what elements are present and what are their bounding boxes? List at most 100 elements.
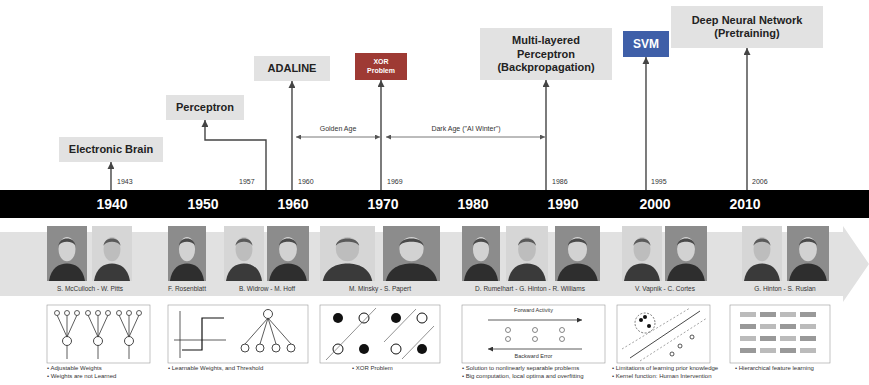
portrait-photo	[320, 226, 375, 281]
feature-layer	[760, 312, 776, 317]
milestone-label: Electronic Brain	[69, 143, 153, 156]
decade-label: 1990	[547, 196, 578, 212]
year-label: 1957	[239, 178, 255, 186]
person-name: S. McCulloch - W. Pitts	[40, 285, 140, 293]
era-span	[296, 137, 380, 138]
class-dot	[391, 313, 401, 323]
neuron-symbol	[86, 311, 111, 360]
weight-line	[245, 318, 268, 344]
class-dot	[359, 313, 369, 323]
bullet-note: • Learnable Weights, and Threshold	[168, 365, 263, 372]
sample-dot	[639, 318, 643, 322]
feature-layer	[780, 324, 796, 329]
neuron-symbol	[117, 311, 142, 360]
timeline-arrow	[291, 81, 292, 190]
milestone-box: Electronic Brain	[59, 137, 163, 162]
timeline-arrow	[746, 48, 747, 190]
milestone-box: Deep Neural Network (Pretraining)	[671, 6, 823, 48]
sample-dot	[643, 315, 647, 319]
network-unit	[560, 328, 565, 333]
feature-layer	[800, 348, 816, 353]
year-label: 1986	[552, 178, 568, 186]
separator-line	[326, 308, 376, 360]
decade-label: 1940	[96, 196, 127, 212]
decade-label: 1970	[367, 196, 398, 212]
person-name: V. Vapnik - C. Cortes	[612, 285, 718, 293]
decade-label: 1960	[277, 196, 308, 212]
decade-label: 2000	[639, 196, 670, 212]
input-unit	[287, 344, 295, 352]
decade-label: 2010	[729, 196, 760, 212]
deep-network-figure	[730, 305, 830, 363]
class-dot	[333, 344, 343, 354]
input-unit	[256, 344, 264, 352]
separator-line	[402, 326, 434, 359]
milestone-box: Multi-layered Perceptron (Backpropagatio…	[480, 28, 612, 80]
margin-line	[622, 308, 690, 349]
portrait-photo	[742, 226, 782, 281]
portrait-photo	[267, 226, 309, 281]
figure-frame	[168, 305, 308, 363]
milestone-label: Deep Neural Network (Pretraining)	[681, 14, 813, 40]
milestone-label: ADALINE	[268, 62, 317, 75]
backward-arrow	[488, 349, 582, 350]
timeline-bar: 19401950196019701980199020002010	[0, 190, 869, 218]
feature-layer	[740, 324, 756, 329]
timeline-arrow	[645, 57, 646, 190]
network-unit	[533, 328, 538, 333]
perceptron-figure	[168, 305, 308, 363]
era-band	[0, 226, 869, 302]
kernel-circle	[635, 313, 655, 333]
feature-layer	[780, 336, 796, 341]
feature-layer	[760, 324, 776, 329]
sample-dot	[690, 335, 694, 339]
axis-line	[180, 311, 181, 358]
person-name: D. Rumelhart - G. Hinton - R. Williams	[452, 285, 608, 293]
figure-label: Backward Error	[462, 353, 605, 360]
step-function	[182, 318, 224, 350]
milestone-box: ADALINE	[254, 56, 331, 81]
year-label: 1960	[298, 178, 314, 186]
class-dot	[333, 313, 343, 323]
year-label: 1943	[117, 178, 133, 186]
milestone-label: Perceptron	[176, 101, 234, 114]
feature-layer	[780, 312, 796, 317]
figure-frame	[617, 305, 710, 363]
sample-dot	[678, 344, 682, 348]
figure-frame	[462, 305, 605, 363]
figure-label: Forward Activity	[462, 307, 605, 314]
feature-layer	[800, 324, 816, 329]
era-span	[386, 137, 545, 138]
input-unit	[272, 344, 280, 352]
class-dot	[417, 344, 427, 354]
neuron-figure	[47, 305, 150, 363]
neuron-symbol	[55, 311, 80, 360]
portrait-photo	[555, 226, 600, 281]
timeline-arrow	[110, 162, 111, 190]
backprop-figure	[462, 305, 605, 363]
portrait-photo	[665, 226, 707, 281]
person-name: M. Minsky - S. Papert	[320, 285, 440, 293]
portrait-photo	[224, 226, 264, 281]
feature-layer	[800, 312, 816, 317]
separator-line	[384, 309, 416, 342]
axis-line	[174, 340, 226, 341]
decade-label: 1980	[457, 196, 488, 212]
bullet-note: • Adjustable Weights	[47, 365, 102, 372]
milestone-box: SVM	[623, 31, 669, 57]
bullet-note: • Kernel function: Human Intervention	[612, 373, 712, 380]
figure-frame	[47, 305, 150, 363]
era-label: Golden Age	[296, 125, 380, 133]
weight-line	[260, 318, 268, 344]
portrait-photo	[622, 226, 662, 281]
svm-figure	[617, 305, 710, 363]
feature-layer	[780, 348, 796, 353]
hyperplane-line	[630, 311, 700, 358]
class-dot	[359, 344, 369, 354]
margin-line	[640, 318, 707, 361]
bullet-note: • Solution to nonlinearly separable prob…	[462, 365, 579, 372]
person-name: G. Hinton - S. Ruslan	[732, 285, 838, 293]
feature-layer	[740, 348, 756, 353]
portrait-photo	[506, 226, 548, 281]
portrait-photo	[787, 226, 829, 281]
